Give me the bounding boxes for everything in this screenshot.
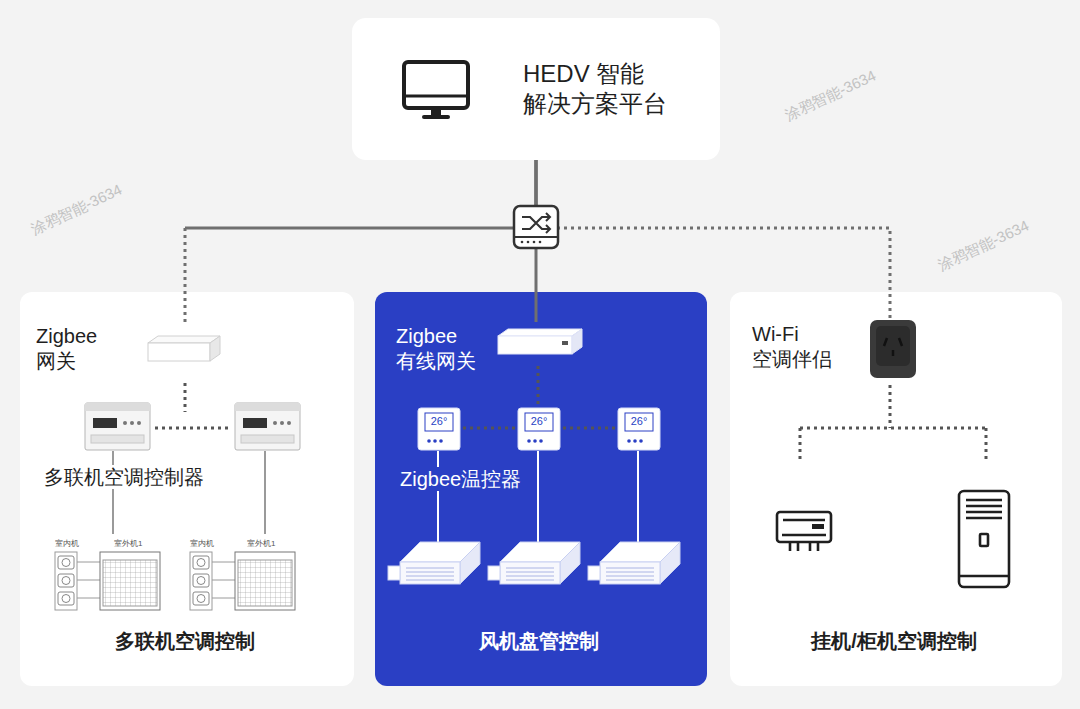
thermostat-wire-part [537, 451, 539, 542]
dotted-bus [155, 366, 986, 462]
zigbee-wired-gateway-device-part [498, 336, 572, 354]
network-link [185, 160, 536, 322]
wall-ac-icon-part [783, 519, 825, 522]
fan-coil-unit [388, 542, 480, 584]
zigbee-wired-gateway-device [498, 329, 582, 354]
thermostat [518, 408, 560, 450]
thermostat [618, 408, 660, 450]
vrf-panel-fill [20, 292, 354, 686]
vrf-unit-sketch [55, 552, 160, 610]
wall-ac-icon-part [777, 512, 831, 542]
switch-icon-part [521, 241, 524, 244]
watermark: 涂鸦智能-3634 [935, 216, 1032, 274]
vrf-panel: 多联机空调控制 Zigbee 网关 [20, 292, 354, 686]
zigbee-wired-gateway-device-part [572, 329, 582, 354]
switch-icon-part [527, 241, 530, 244]
wifi-plug-device-part [876, 326, 910, 366]
monitor-icon-part [404, 62, 468, 108]
watermark: 涂鸦智能-3634 [28, 180, 125, 238]
switch-icon-part [522, 217, 550, 229]
vrf-unit-sketch [190, 552, 295, 610]
dotted-bus-part [155, 427, 232, 430]
dotted-bus-part [889, 385, 892, 428]
vrf-controller [85, 403, 150, 450]
monitor-icon [404, 62, 468, 119]
gateway-box-text: Zigbee 网关 [36, 324, 118, 374]
wifi-plug-device-part [884, 338, 902, 356]
gateway-box-text: Wi-Fi 空调伴侣 [752, 322, 850, 372]
gateway-box: Wi-Fi 空调伴侣 [750, 318, 922, 380]
part-label: 室内机 [190, 539, 214, 549]
zigbee-gateway-device-part [210, 336, 220, 361]
floor-ac-icon-part [959, 575, 1009, 578]
network-link [536, 160, 890, 318]
part-label: 室内机 [55, 539, 79, 549]
dotted-bus-part [985, 428, 988, 462]
floor-ac-icon [959, 491, 1009, 587]
switch-icon [514, 206, 558, 248]
vrf-panel-text: 多联机空调控制 [20, 629, 350, 654]
dotted-bus-part [537, 366, 540, 404]
controller-wire-part [112, 451, 114, 534]
thermostat-wire [438, 451, 638, 542]
gateway-box-text: Zigbee 有线网关 [396, 324, 494, 374]
gateway-box: Zigbee 网关 [36, 322, 226, 378]
wifi-plug-device [870, 320, 916, 378]
dotted-bus-part [563, 427, 616, 430]
part-label: 室外机1 [114, 539, 142, 549]
switch-icon-part [514, 206, 558, 248]
fan-coil-panel-text: 风机盘管控制 [375, 629, 703, 654]
fan-coil-panel-fill [375, 292, 707, 686]
zigbee-gateway-device-part [148, 343, 210, 361]
controller-wire [113, 451, 265, 534]
wall-ac-icon-part [812, 524, 824, 529]
display-reading: 26° [625, 415, 653, 428]
dotted-bus-part [463, 427, 516, 430]
split-ac-panel: 挂机/柜机空调控制 Wi-Fi 空调伴侣 [730, 292, 1062, 686]
dotted-bus-part [184, 383, 187, 412]
display-reading: 26° [525, 415, 553, 428]
switch-icon-part [514, 236, 558, 238]
switch-icon-part [533, 241, 536, 244]
floor-ac-icon-part [966, 500, 1002, 518]
thermostat [418, 408, 460, 450]
device-label: 多联机空调控制器 [42, 465, 206, 489]
display-reading: 26° [425, 415, 453, 428]
split-ac-panel-text: 挂机/柜机空调控制 [730, 629, 1058, 654]
monitor-icon-part [422, 115, 450, 119]
monitor-icon-part [404, 95, 468, 98]
thermostat-wire-part [637, 451, 639, 542]
monitor-icon-part [431, 108, 441, 116]
wifi-plug-device-part [870, 320, 916, 378]
floor-ac-icon-part [959, 491, 1009, 587]
dotted-bus-part [800, 427, 986, 430]
zigbee-gateway-device [148, 336, 220, 361]
zigbee-wired-gateway-device-part [562, 341, 568, 345]
platform-box-text: HEDV 智能 解决方案平台 [523, 59, 698, 119]
part-label: 室外机1 [247, 539, 275, 549]
fan-coil-unit [488, 542, 580, 584]
watermark: 涂鸦智能-3634 [782, 66, 879, 124]
controller-wire-part [264, 451, 266, 534]
vrf-controller [235, 403, 300, 450]
floor-ac-icon-part [980, 534, 988, 546]
wall-ac-icon [777, 512, 831, 551]
split-ac-panel-fill [730, 292, 1062, 686]
switch-icon-part [546, 213, 550, 233]
zigbee-gateway-device-part [148, 336, 220, 343]
wall-ac-icon-part [790, 542, 818, 551]
zigbee-wired-gateway-device-part [498, 329, 582, 336]
thermostat-wire-part [437, 451, 439, 542]
platform-box: HEDV 智能 解决方案平台 [352, 18, 720, 160]
switch-icon-part [539, 241, 542, 244]
wall-ac-icon-part [782, 534, 826, 537]
platform-box-fill [352, 18, 720, 160]
fan-coil-unit [588, 542, 680, 584]
gateway-box: Zigbee 有线网关 [396, 322, 586, 378]
device-label: Zigbee温控器 [398, 467, 523, 491]
dotted-bus-part [799, 428, 802, 462]
